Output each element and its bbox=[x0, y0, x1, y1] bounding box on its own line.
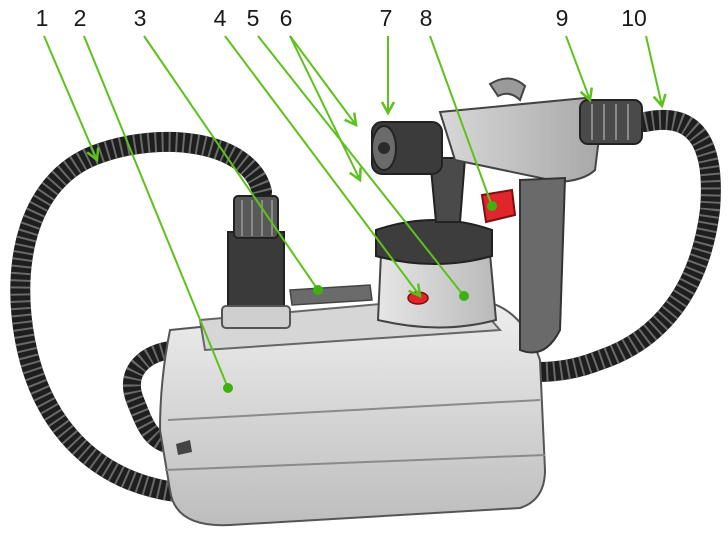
callout-number-9: 9 bbox=[556, 5, 569, 31]
leader-line-6-2 bbox=[289, 35, 361, 181]
hose bbox=[10, 110, 721, 502]
callout-number-7: 7 bbox=[380, 5, 393, 31]
arrowhead-1 bbox=[86, 147, 100, 163]
marker-dot-8 bbox=[487, 201, 497, 211]
marker-dot-2 bbox=[223, 383, 233, 393]
leader-line-4 bbox=[224, 35, 421, 297]
leader-line-2 bbox=[83, 35, 229, 389]
callout-number-8: 8 bbox=[420, 5, 433, 31]
callout-number-4: 4 bbox=[214, 5, 227, 31]
marker-dot-3 bbox=[313, 285, 323, 295]
base-unit bbox=[158, 284, 547, 527]
motor-cylinder bbox=[221, 195, 291, 329]
leader-line-9 bbox=[565, 35, 591, 101]
leader-line-6-1 bbox=[289, 35, 357, 126]
callout-number-5: 5 bbox=[247, 5, 260, 31]
callout-number-1: 1 bbox=[36, 5, 49, 31]
arrowhead-6-2 bbox=[349, 167, 362, 183]
arrowhead-6-1 bbox=[344, 112, 358, 128]
leader-line-1 bbox=[43, 35, 98, 161]
callout-number-2: 2 bbox=[74, 5, 87, 31]
callout-number-6: 6 bbox=[280, 5, 293, 31]
callout-number-10: 10 bbox=[621, 5, 647, 31]
trigger bbox=[480, 188, 517, 224]
leader-line-10 bbox=[645, 35, 663, 107]
top-recess bbox=[289, 284, 373, 306]
arrowhead-4 bbox=[408, 283, 422, 299]
arrowhead-9 bbox=[579, 87, 593, 103]
arrowhead-10 bbox=[652, 93, 667, 109]
leader-line-8 bbox=[429, 35, 493, 207]
spray-gun bbox=[371, 77, 643, 354]
arrowhead-7 bbox=[380, 101, 396, 116]
flow-control-knob bbox=[579, 99, 643, 145]
paint-container bbox=[375, 219, 498, 329]
leader-line-5 bbox=[257, 35, 465, 297]
marker-dot-5 bbox=[459, 291, 469, 301]
leader-line-3 bbox=[143, 35, 319, 291]
callout-number-3: 3 bbox=[134, 5, 147, 31]
